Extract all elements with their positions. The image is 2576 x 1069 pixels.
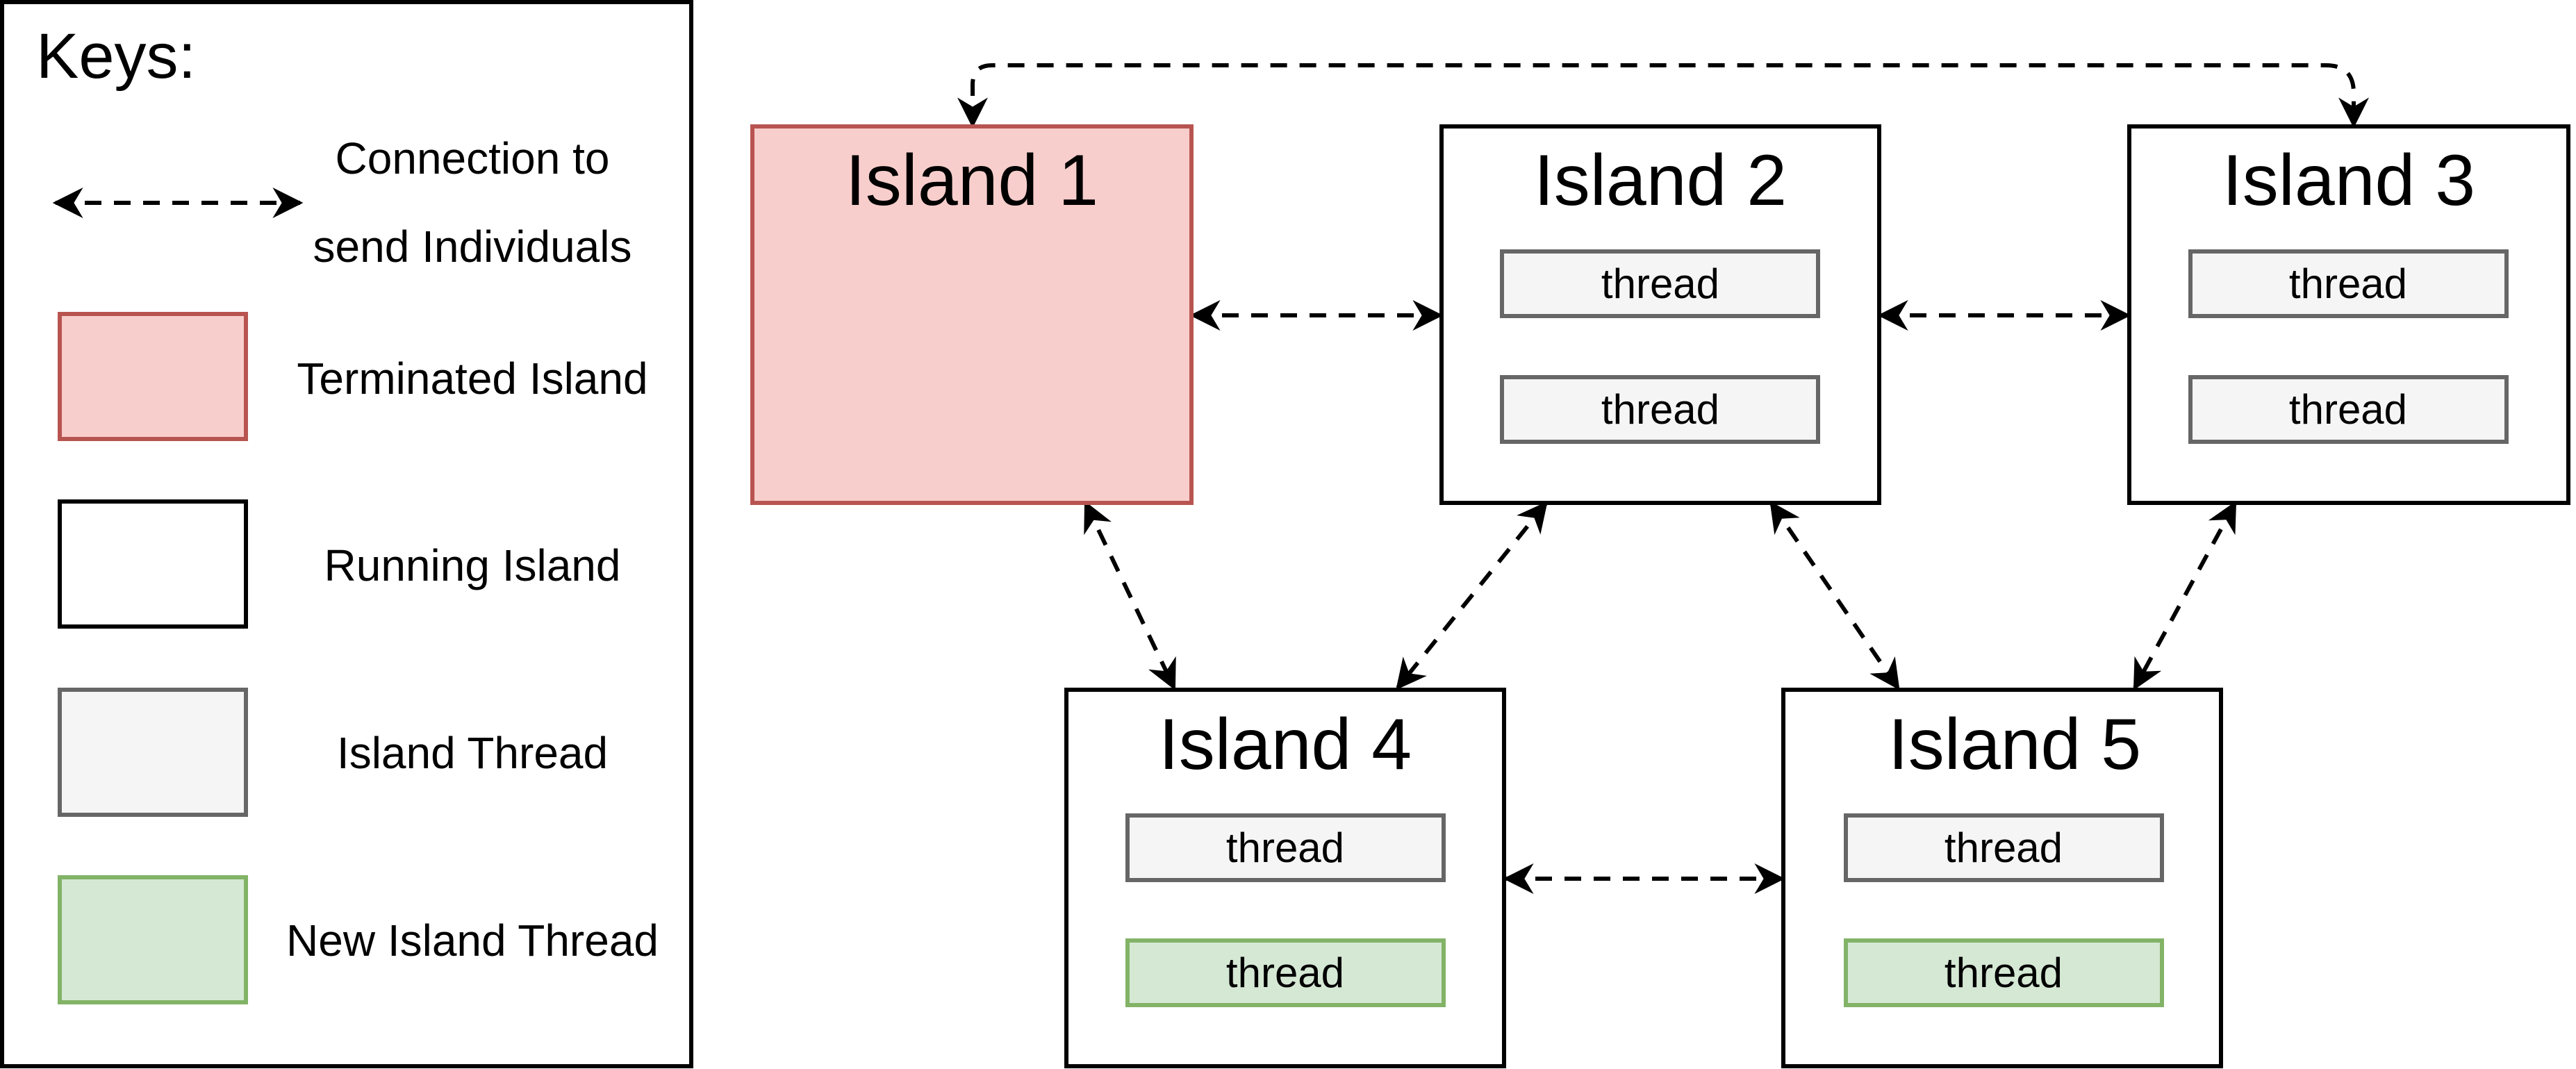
island-2-thread-2 — [1500, 375, 1820, 444]
legend-title: Keys: — [36, 21, 196, 92]
island-4-new-thread — [1125, 938, 1446, 1007]
legend-new-thread-label: New Island Thread — [286, 915, 659, 966]
connection-island2-island5 — [1769, 501, 1900, 690]
island-4-title: Island 4 — [1159, 704, 1412, 785]
island-4-thread-1-label: thread — [1226, 824, 1344, 871]
legend: Keys: Connection to send Individuals Ter… — [0, 0, 693, 1068]
island-3-title: Island 3 — [2222, 140, 2475, 221]
island-5-thread-1-label: thread — [1945, 824, 2063, 871]
connection-island2-island4 — [1396, 501, 1548, 690]
legend-terminated-swatch — [58, 312, 248, 441]
island-1: Island 1 — [750, 124, 1194, 505]
island-5-new-thread — [1844, 938, 2164, 1007]
island-2-thread-1-label: thread — [1601, 260, 1719, 307]
legend-terminated-key: Terminated Island — [58, 312, 648, 441]
legend-running-swatch — [58, 499, 248, 629]
island-3-thread-2-label: thread — [2289, 386, 2407, 433]
connection-island3-island5 — [2133, 501, 2237, 690]
connections — [957, 63, 2369, 894]
island-2-thread-1 — [1500, 249, 1820, 318]
island-3: Island 3 thread thread — [2127, 124, 2570, 505]
legend-running-label: Running Island — [324, 540, 621, 590]
legend-connection-key: Connection to send Individuals — [52, 133, 632, 272]
island-5-thread-1 — [1844, 813, 2164, 882]
island-3-thread-1-label: thread — [2289, 260, 2407, 307]
legend-connection-label-line1: Connection to — [336, 133, 610, 183]
island-2: Island 2 thread thread — [1439, 124, 1881, 505]
island-5-title: Island 5 — [1888, 704, 2141, 785]
legend-connection-label-line2: send Individuals — [313, 222, 632, 272]
legend-running-key: Running Island — [58, 499, 621, 629]
island-4: Island 4 thread thread — [1064, 688, 1506, 1068]
connection-island1-island3 — [957, 63, 2369, 129]
connection-island1-island4 — [1084, 501, 1176, 690]
island-4-new-thread-label: thread — [1226, 950, 1344, 996]
island-1-title: Island 1 — [845, 140, 1098, 221]
legend-thread-swatch — [58, 688, 248, 817]
legend-terminated-label: Terminated Island — [297, 354, 647, 404]
legend-thread-key: Island Thread — [58, 688, 608, 817]
legend-new-thread-key: New Island Thread — [58, 875, 659, 1004]
island-3-thread-2 — [2188, 375, 2509, 444]
legend-new-thread-swatch — [58, 875, 248, 1004]
legend-thread-label: Island Thread — [337, 728, 608, 778]
island-5-new-thread-label: thread — [1945, 950, 2063, 996]
island-4-thread-1 — [1125, 813, 1446, 882]
island-1-box — [750, 124, 1194, 505]
island-5: Island 5 thread thread — [1781, 688, 2223, 1068]
island-2-title: Island 2 — [1534, 140, 1787, 221]
island-2-thread-2-label: thread — [1601, 386, 1719, 433]
island-3-thread-1 — [2188, 249, 2509, 318]
